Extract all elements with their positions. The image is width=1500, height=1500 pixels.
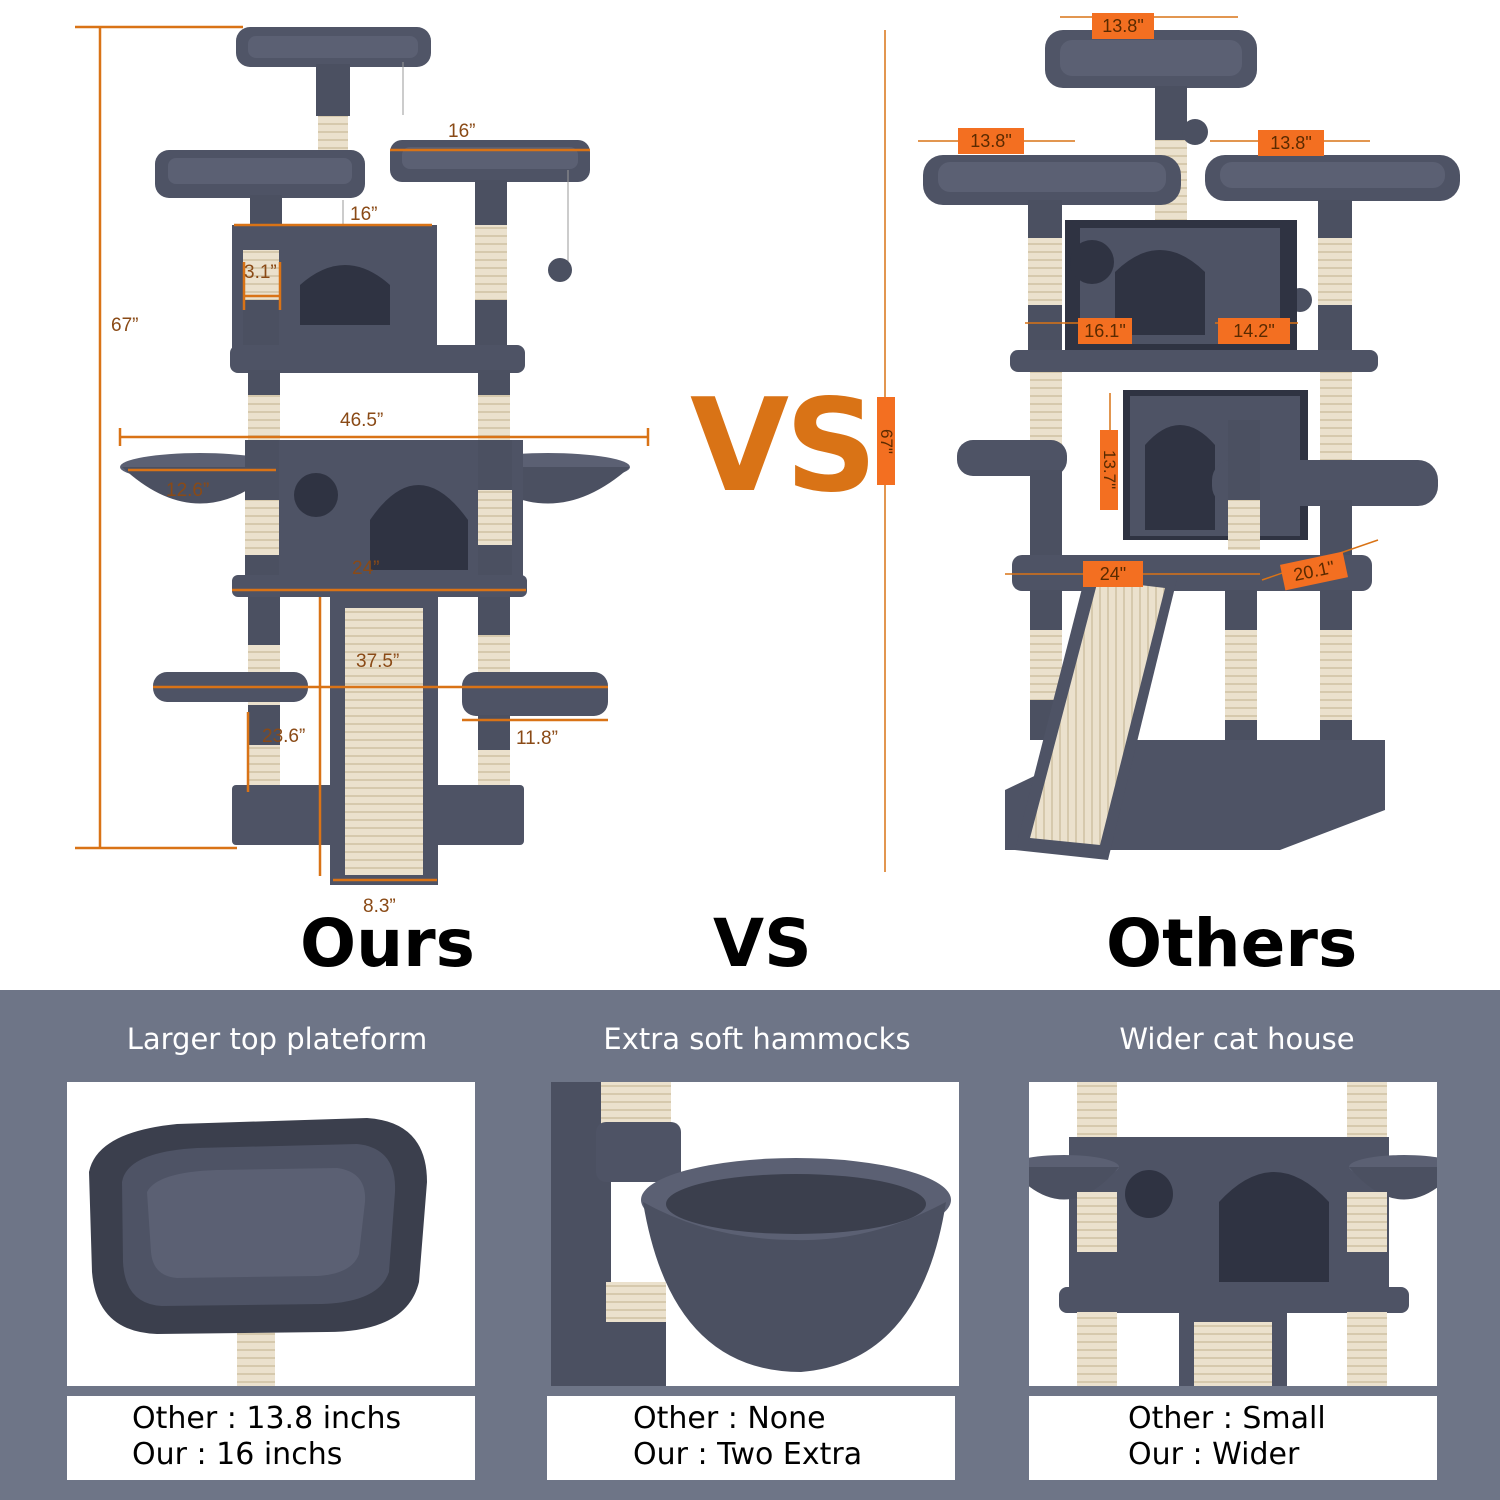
others-base-width-label: 24" bbox=[1083, 561, 1143, 587]
caption-our-line: Our : Wider bbox=[1128, 1437, 1300, 1472]
vs-graphic: VS bbox=[690, 372, 877, 521]
ours-lower-perch-label: 11.8” bbox=[516, 728, 558, 749]
ours-height-label: 67” bbox=[111, 315, 139, 336]
ours-dimension-lines bbox=[75, 25, 650, 882]
top-platform-photo bbox=[67, 1082, 475, 1386]
cat-house-photo bbox=[1029, 1082, 1437, 1386]
ours-post-gap-label: 3.1” bbox=[244, 262, 277, 283]
ours-top-width-label: 16” bbox=[448, 121, 476, 142]
ours-total-width-label: 46.5” bbox=[340, 410, 384, 431]
vs-title: VS bbox=[713, 905, 812, 982]
others-house-width-label: 16.1" bbox=[1078, 318, 1132, 344]
others-cat-tree bbox=[923, 30, 1460, 860]
caption-our-line: Our : 16 inchs bbox=[132, 1437, 343, 1472]
ours-base-house-width-label: 24” bbox=[352, 558, 380, 579]
ours-title: Ours bbox=[300, 905, 475, 982]
ours-ramp-width-label: 8.3” bbox=[363, 896, 396, 917]
caption-top-platform: Other : 13.8 inchs Our : 16 inchs bbox=[67, 1396, 475, 1480]
others-top-label: 13.8" bbox=[1092, 13, 1154, 39]
others-height-label: 67" bbox=[877, 397, 896, 485]
hammock-photo bbox=[551, 1082, 959, 1386]
ours-house-width-label: 16” bbox=[350, 204, 378, 225]
others-house-depth-label: 14.2" bbox=[1218, 318, 1290, 344]
feature-title-hammocks: Extra soft hammocks bbox=[603, 1022, 911, 1056]
feature-title-top-platform: Larger top plateform bbox=[126, 1022, 428, 1056]
others-left-perch-label: 13.8" bbox=[958, 128, 1024, 154]
ours-lower-perch-height-label: 23.6” bbox=[262, 726, 306, 747]
ours-ramp-height-label: 37.5” bbox=[356, 651, 400, 672]
caption-other-line: Other : None bbox=[633, 1401, 826, 1436]
ours-hammock-label: 12.6” bbox=[166, 480, 210, 501]
others-condo-height-label: 13.7" bbox=[1100, 430, 1119, 510]
caption-other-line: Other : Small bbox=[1128, 1401, 1326, 1436]
others-right-perch-label: 13.8" bbox=[1258, 130, 1324, 156]
caption-cat-house: Other : Small Our : Wider bbox=[1029, 1396, 1437, 1480]
caption-hammocks: Other : None Our : Two Extra bbox=[547, 1396, 955, 1480]
caption-other-line: Other : 13.8 inchs bbox=[132, 1401, 402, 1436]
others-title: Others bbox=[1106, 905, 1358, 982]
caption-our-line: Our : Two Extra bbox=[633, 1437, 863, 1472]
ours-cat-tree bbox=[120, 27, 630, 885]
feature-title-cat-house: Wider cat house bbox=[1119, 1022, 1355, 1056]
